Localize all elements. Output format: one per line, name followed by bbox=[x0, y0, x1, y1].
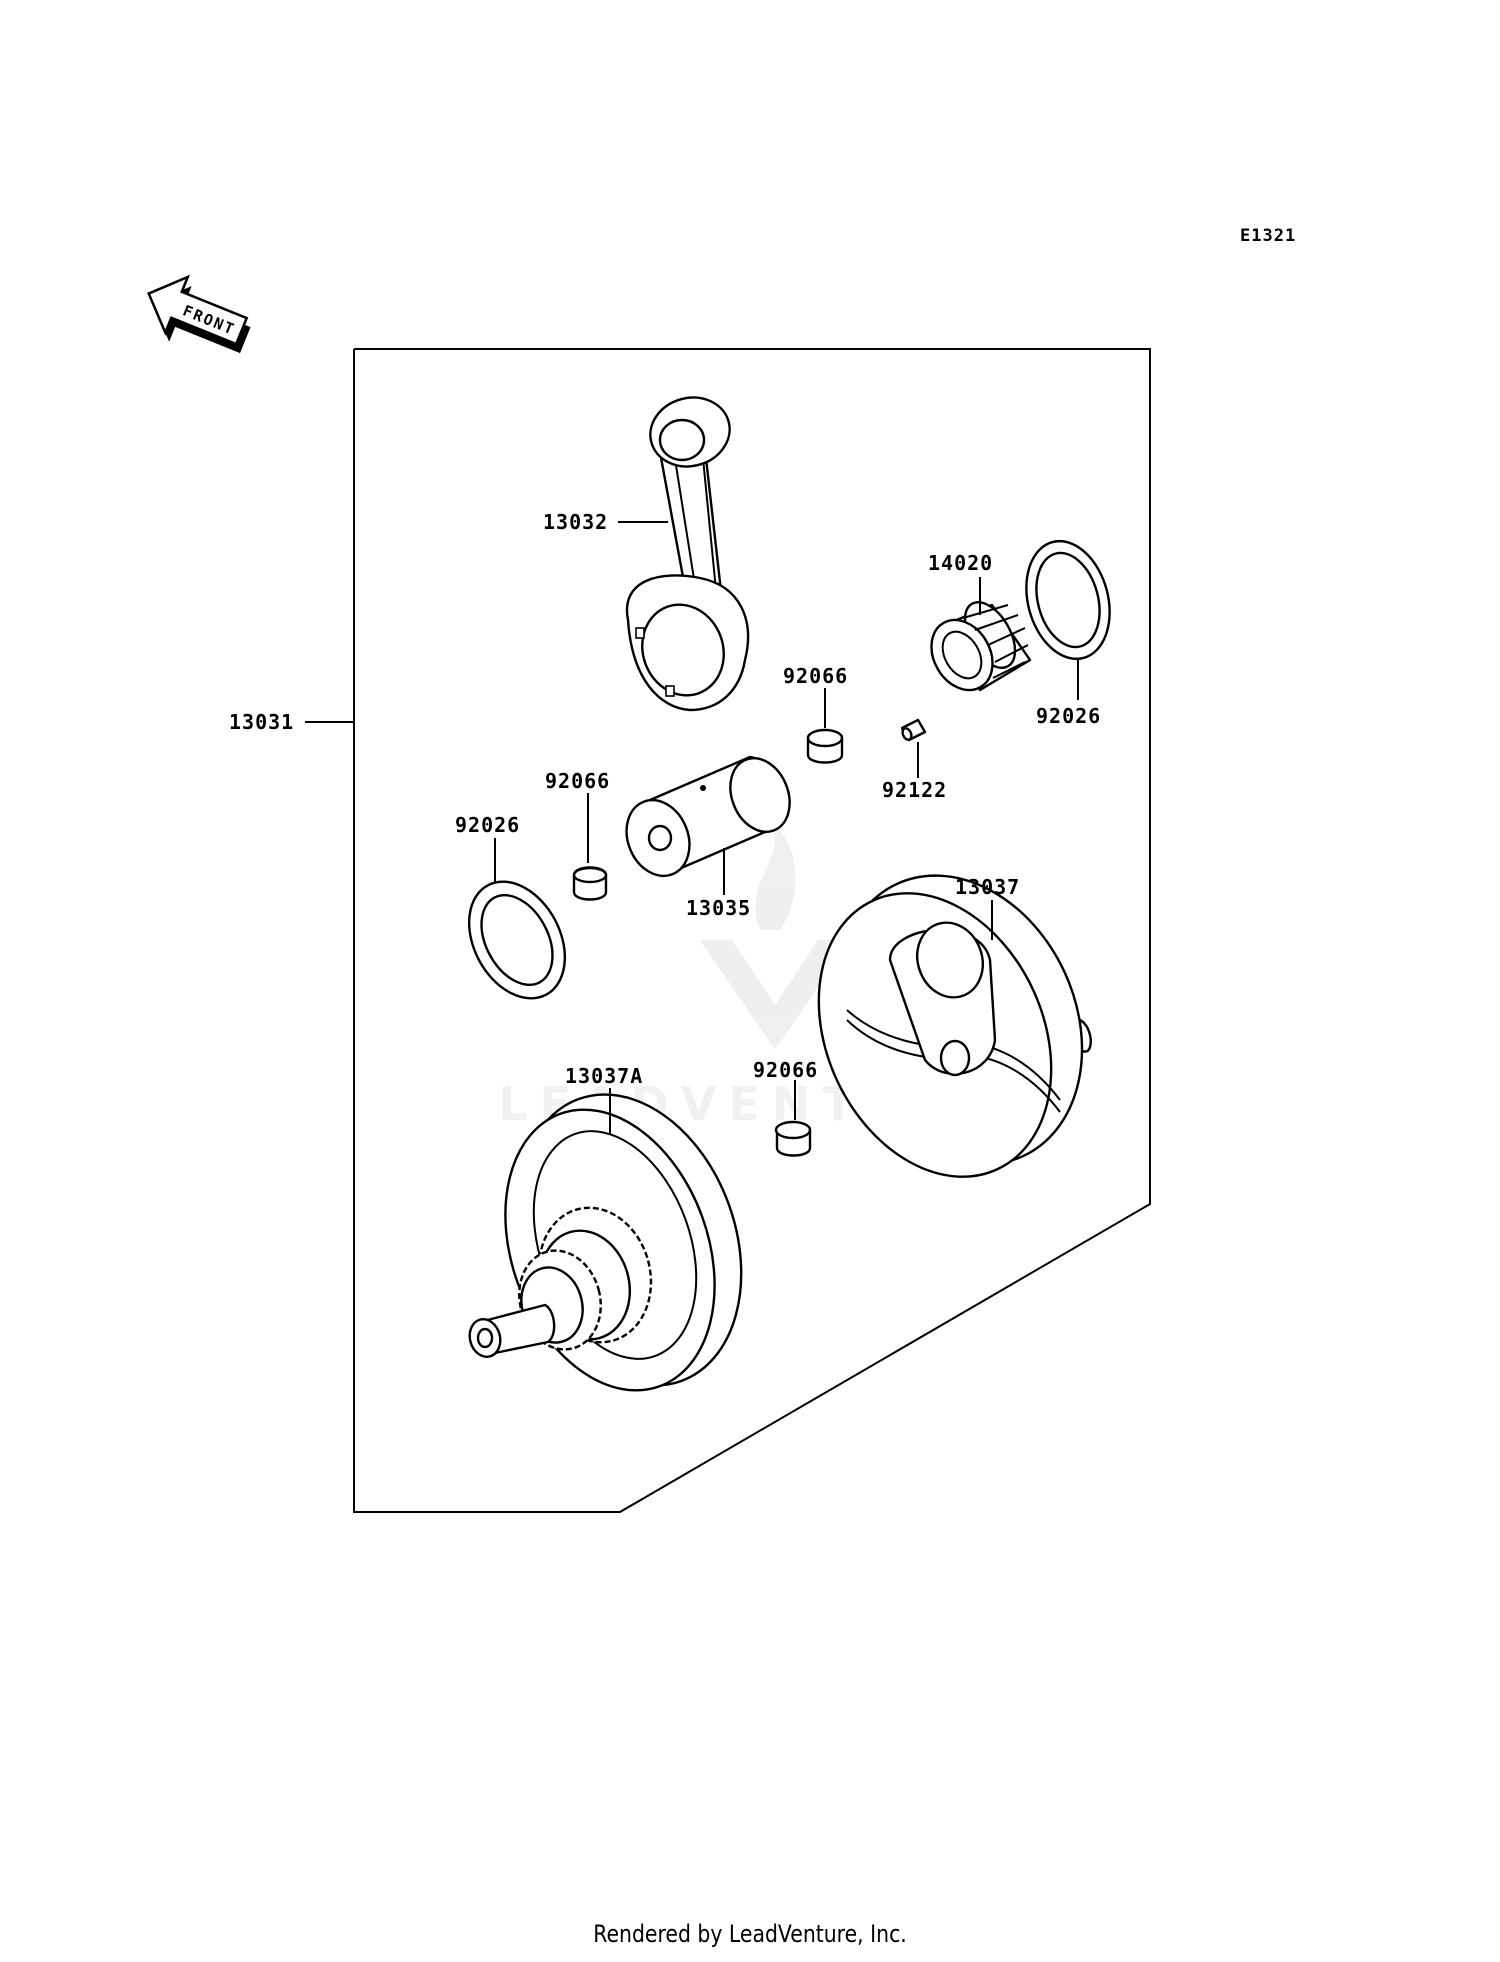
label-92066-left: 92066 bbox=[545, 769, 610, 793]
label-92066-upper: 92066 bbox=[783, 664, 848, 688]
label-13037A: 13037A bbox=[565, 1064, 643, 1088]
label-92026-left: 92026 bbox=[455, 813, 520, 837]
label-13035: 13035 bbox=[686, 896, 751, 920]
connecting-rod bbox=[625, 396, 750, 712]
bushing-left bbox=[572, 866, 608, 901]
label-92122: 92122 bbox=[882, 778, 947, 802]
crank-flywheel-right bbox=[817, 874, 1092, 1178]
washer-left bbox=[467, 880, 567, 1000]
label-13031: 13031 bbox=[229, 710, 294, 734]
pin bbox=[900, 718, 927, 742]
needle-bearing bbox=[930, 601, 1032, 692]
bushing-lower bbox=[774, 1120, 812, 1157]
footer-credit: Rendered by LeadVenture, Inc. bbox=[593, 1920, 907, 1948]
front-arrow-icon: FRONT bbox=[147, 274, 251, 354]
label-92026-right: 92026 bbox=[1036, 704, 1101, 728]
label-13037: 13037 bbox=[955, 875, 1020, 899]
label-92066-lower: 92066 bbox=[753, 1058, 818, 1082]
label-14020: 14020 bbox=[928, 551, 993, 575]
watermark-logo bbox=[700, 820, 850, 1050]
bushing-upper bbox=[806, 728, 844, 764]
assembly-frame bbox=[353, 348, 1151, 1513]
crankpin bbox=[625, 755, 791, 878]
label-13032: 13032 bbox=[543, 510, 608, 534]
crank-flywheel-left bbox=[468, 1093, 743, 1392]
reference-code: E1321 bbox=[1240, 226, 1296, 246]
washer-right bbox=[1025, 539, 1111, 661]
